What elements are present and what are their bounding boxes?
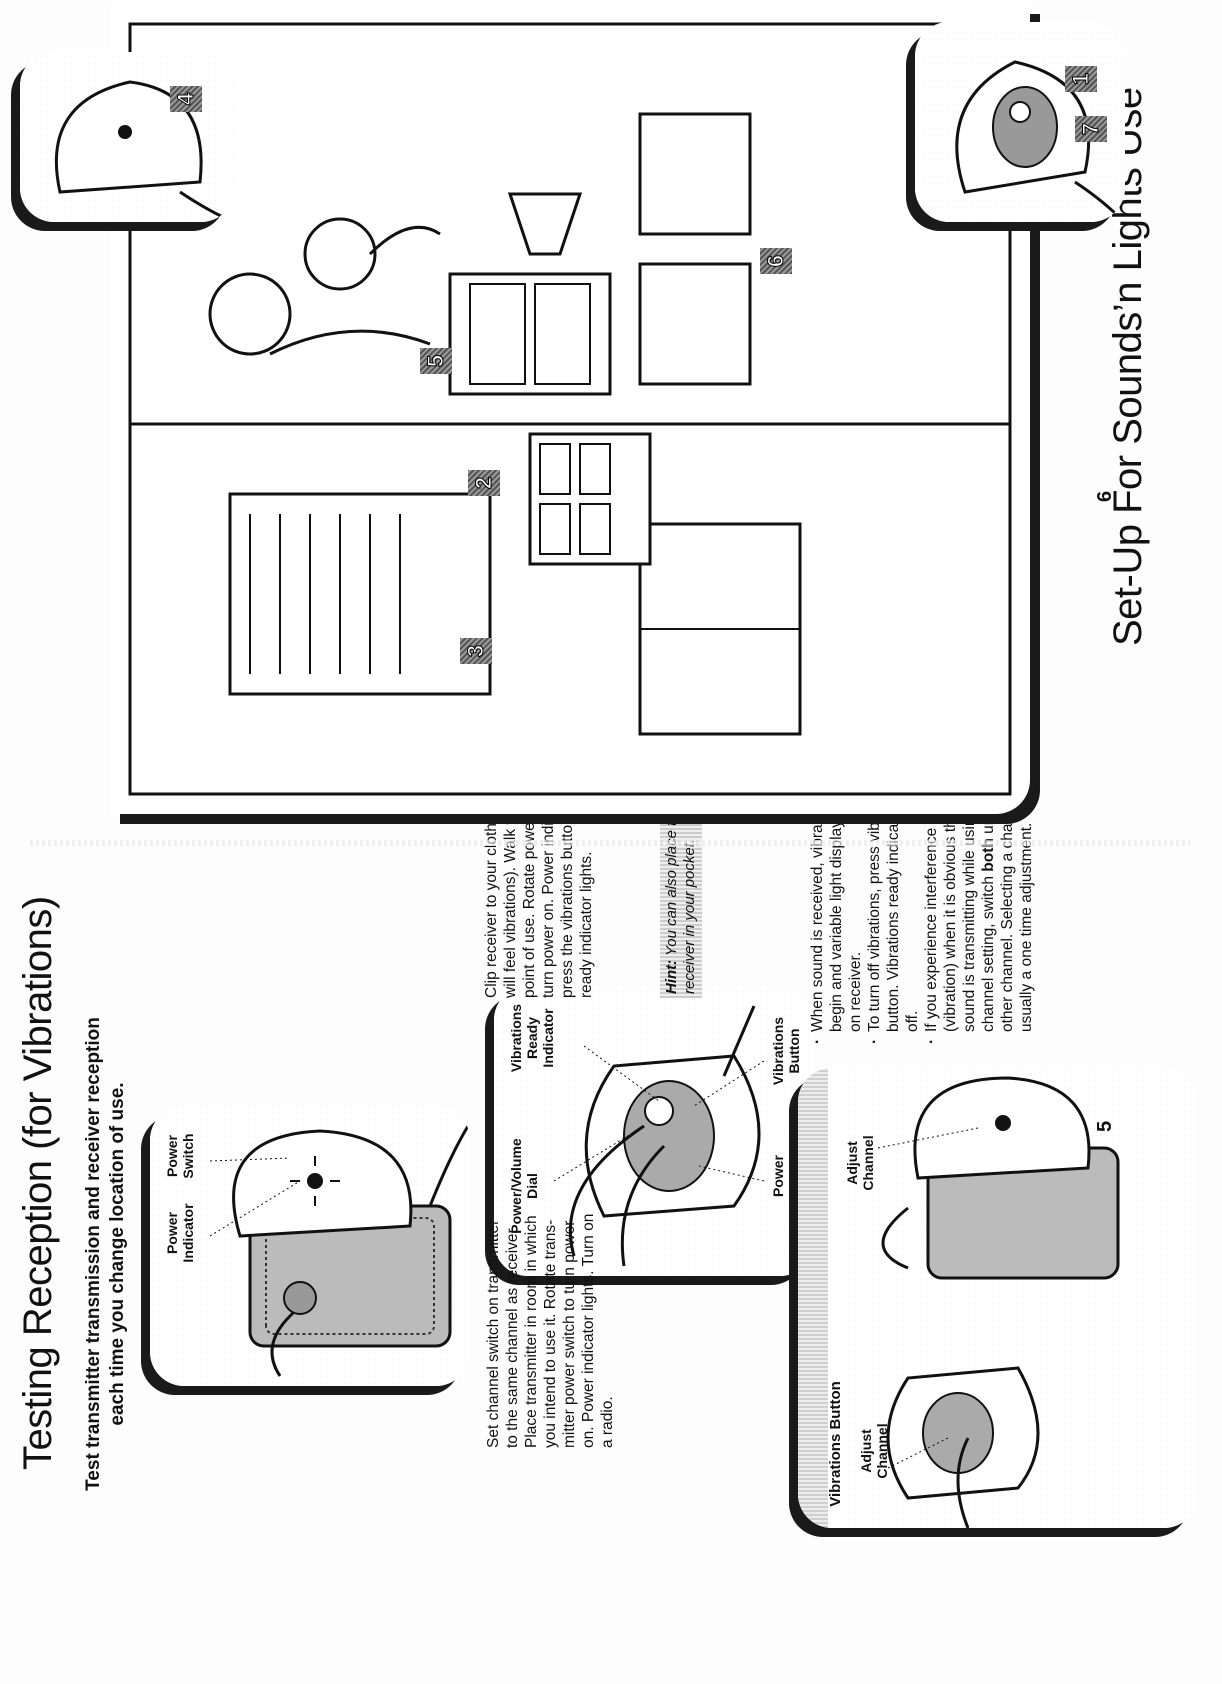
- subtitle-line-2: each time you change location of use.: [107, 1082, 128, 1426]
- transmitter-illustration-panel: Power Indicator Power Switch: [150, 1106, 470, 1386]
- step-marker-4: 4: [170, 86, 202, 112]
- receiver-illustration: [553, 1005, 765, 1267]
- transmitter-inset-illustration: [54, 80, 235, 222]
- step-marker-6: 6: [760, 248, 792, 274]
- step-marker-1: 1: [1065, 66, 1097, 92]
- power-switch-label: Power Switch: [164, 1133, 196, 1179]
- nursery-setup-scene: 2 3 5 6: [110, 4, 1030, 814]
- subtitle-line-1: Test transmitter transmission and receiv…: [83, 1017, 104, 1491]
- transmitter-illustration: [209, 1125, 470, 1377]
- right-page: Set-Up For Sounds’n Lights Use: [20, 4, 1150, 814]
- receiver-illustration-panel: Power/Volume Dial Vibrations Ready Indic…: [494, 986, 814, 1276]
- page-number: 6: [1094, 490, 1116, 502]
- step-marker-3: 3: [460, 638, 492, 664]
- transmitter-adjust-channel-label: Adjust Channel: [844, 1135, 876, 1191]
- vibrations-ready-indicator-label: Vibrations Ready Indicator: [508, 1003, 556, 1073]
- page-number: 5: [1094, 1120, 1116, 1132]
- step-marker-5: 5: [420, 348, 452, 374]
- hint-label: Hint:: [663, 959, 680, 994]
- bottom-vibrations-button-label: Vibrations Button: [827, 1381, 844, 1507]
- receiver-adjust-channel-label: Adjust Channel: [858, 1423, 890, 1479]
- power-indicator-label: Power Indicator: [164, 1203, 196, 1263]
- page-title: Testing Reception (for Vibrations): [16, 896, 60, 1470]
- receiver-inset-panel: 1 7: [915, 22, 1125, 222]
- step-marker-7: 7: [1075, 116, 1107, 142]
- left-page: Testing Reception (for Vibrations) Test …: [0, 704, 1222, 1684]
- transmitter-instructions: Set channel switch on transmitter to the…: [485, 1213, 616, 1448]
- channel-adjust-illustration: [877, 1076, 1120, 1528]
- page-subtitle: Test transmitter transmission and receiv…: [82, 974, 130, 1534]
- step-marker-2: 2: [468, 470, 500, 496]
- channel-adjust-illustration-panel: Vibrations Button Adjust Channel Adjust …: [798, 1068, 1198, 1528]
- transmitter-inset-panel: 4: [20, 52, 235, 222]
- nursery-scene-illustration: [128, 22, 1012, 796]
